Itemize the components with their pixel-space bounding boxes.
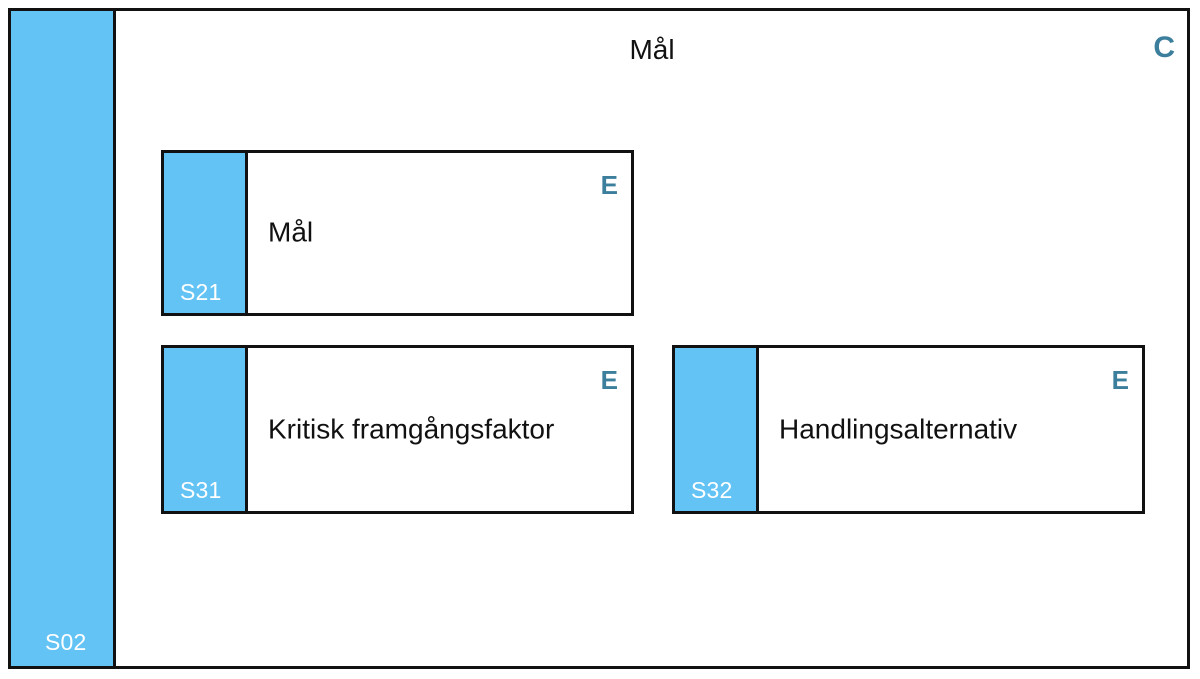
element-node-s31[interactable]: S31 Kritisk framgångsfaktor E xyxy=(161,345,634,514)
element-type-letter-e-s32: E xyxy=(1111,365,1129,395)
element-type-letter-e-s21: E xyxy=(600,170,618,200)
element-tab-s21: S21 xyxy=(164,153,248,313)
element-id-label-s32: S32 xyxy=(691,477,733,503)
element-node-s32[interactable]: S32 Handlingsalternativ E xyxy=(672,345,1145,514)
container-node-s02[interactable]: S02 Mål C S21 Mål E S31 Kritisk framgång… xyxy=(8,8,1190,669)
element-title-s32: Handlingsalternativ xyxy=(779,413,1018,445)
element-title-s21: Mål xyxy=(268,216,314,248)
element-type-letter-e-s31: E xyxy=(600,365,618,395)
container-type-letter-c: C xyxy=(1153,31,1175,64)
element-title-s31: Kritisk framgångsfaktor xyxy=(268,413,555,445)
container-id-label: S02 xyxy=(45,629,87,655)
element-node-s21[interactable]: S21 Mål E xyxy=(161,150,634,316)
container-tab-s02: S02 xyxy=(11,11,116,666)
container-title: Mål xyxy=(629,34,675,65)
element-tab-s32: S32 xyxy=(675,348,759,511)
element-tab-s31: S31 xyxy=(164,348,248,511)
element-id-label-s21: S21 xyxy=(180,279,222,305)
element-id-label-s31: S31 xyxy=(180,477,222,503)
